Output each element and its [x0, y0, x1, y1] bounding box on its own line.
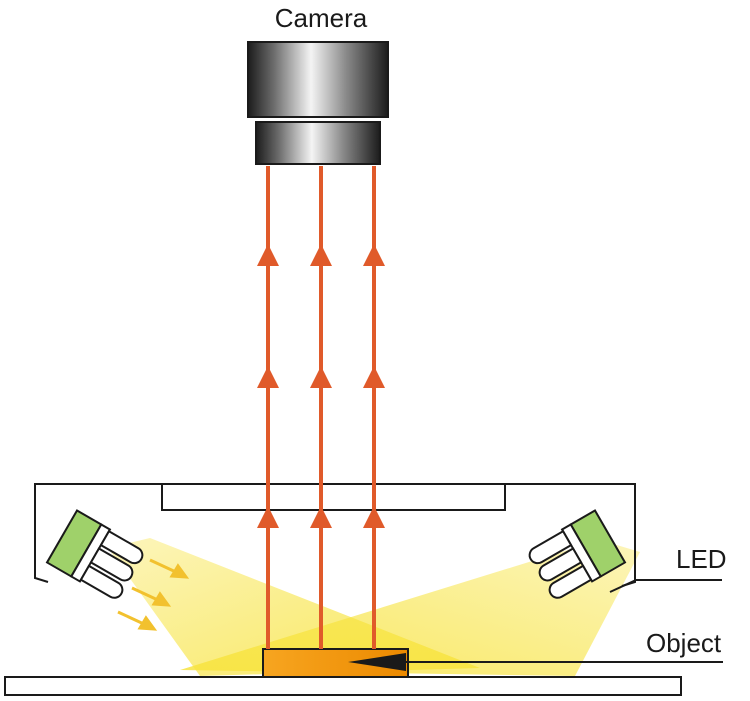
ray-arrowhead — [363, 506, 385, 528]
camera — [247, 41, 389, 165]
ray-arrowhead — [363, 366, 385, 388]
light-direction-arrows — [117, 558, 190, 631]
camera-label: Camera — [275, 3, 368, 33]
ray-arrowhead — [310, 506, 332, 528]
led-leader-line — [609, 579, 722, 593]
ray-arrowhead — [257, 506, 279, 528]
right-led-module — [528, 509, 627, 599]
ray-arrowhead — [310, 366, 332, 388]
ray-arrowhead — [363, 244, 385, 266]
reflected-rays — [257, 166, 385, 649]
ray-arrowhead — [310, 244, 332, 266]
ray-arrowhead — [257, 366, 279, 388]
ring-light-housing — [34, 483, 636, 587]
right-light-beam — [180, 540, 640, 676]
object-pointer — [348, 653, 406, 671]
object-label: Object — [646, 628, 722, 658]
ray-arrowhead — [257, 244, 279, 266]
base-plate — [4, 676, 682, 696]
led-label: LED — [676, 544, 727, 574]
left-led-module — [45, 509, 144, 599]
